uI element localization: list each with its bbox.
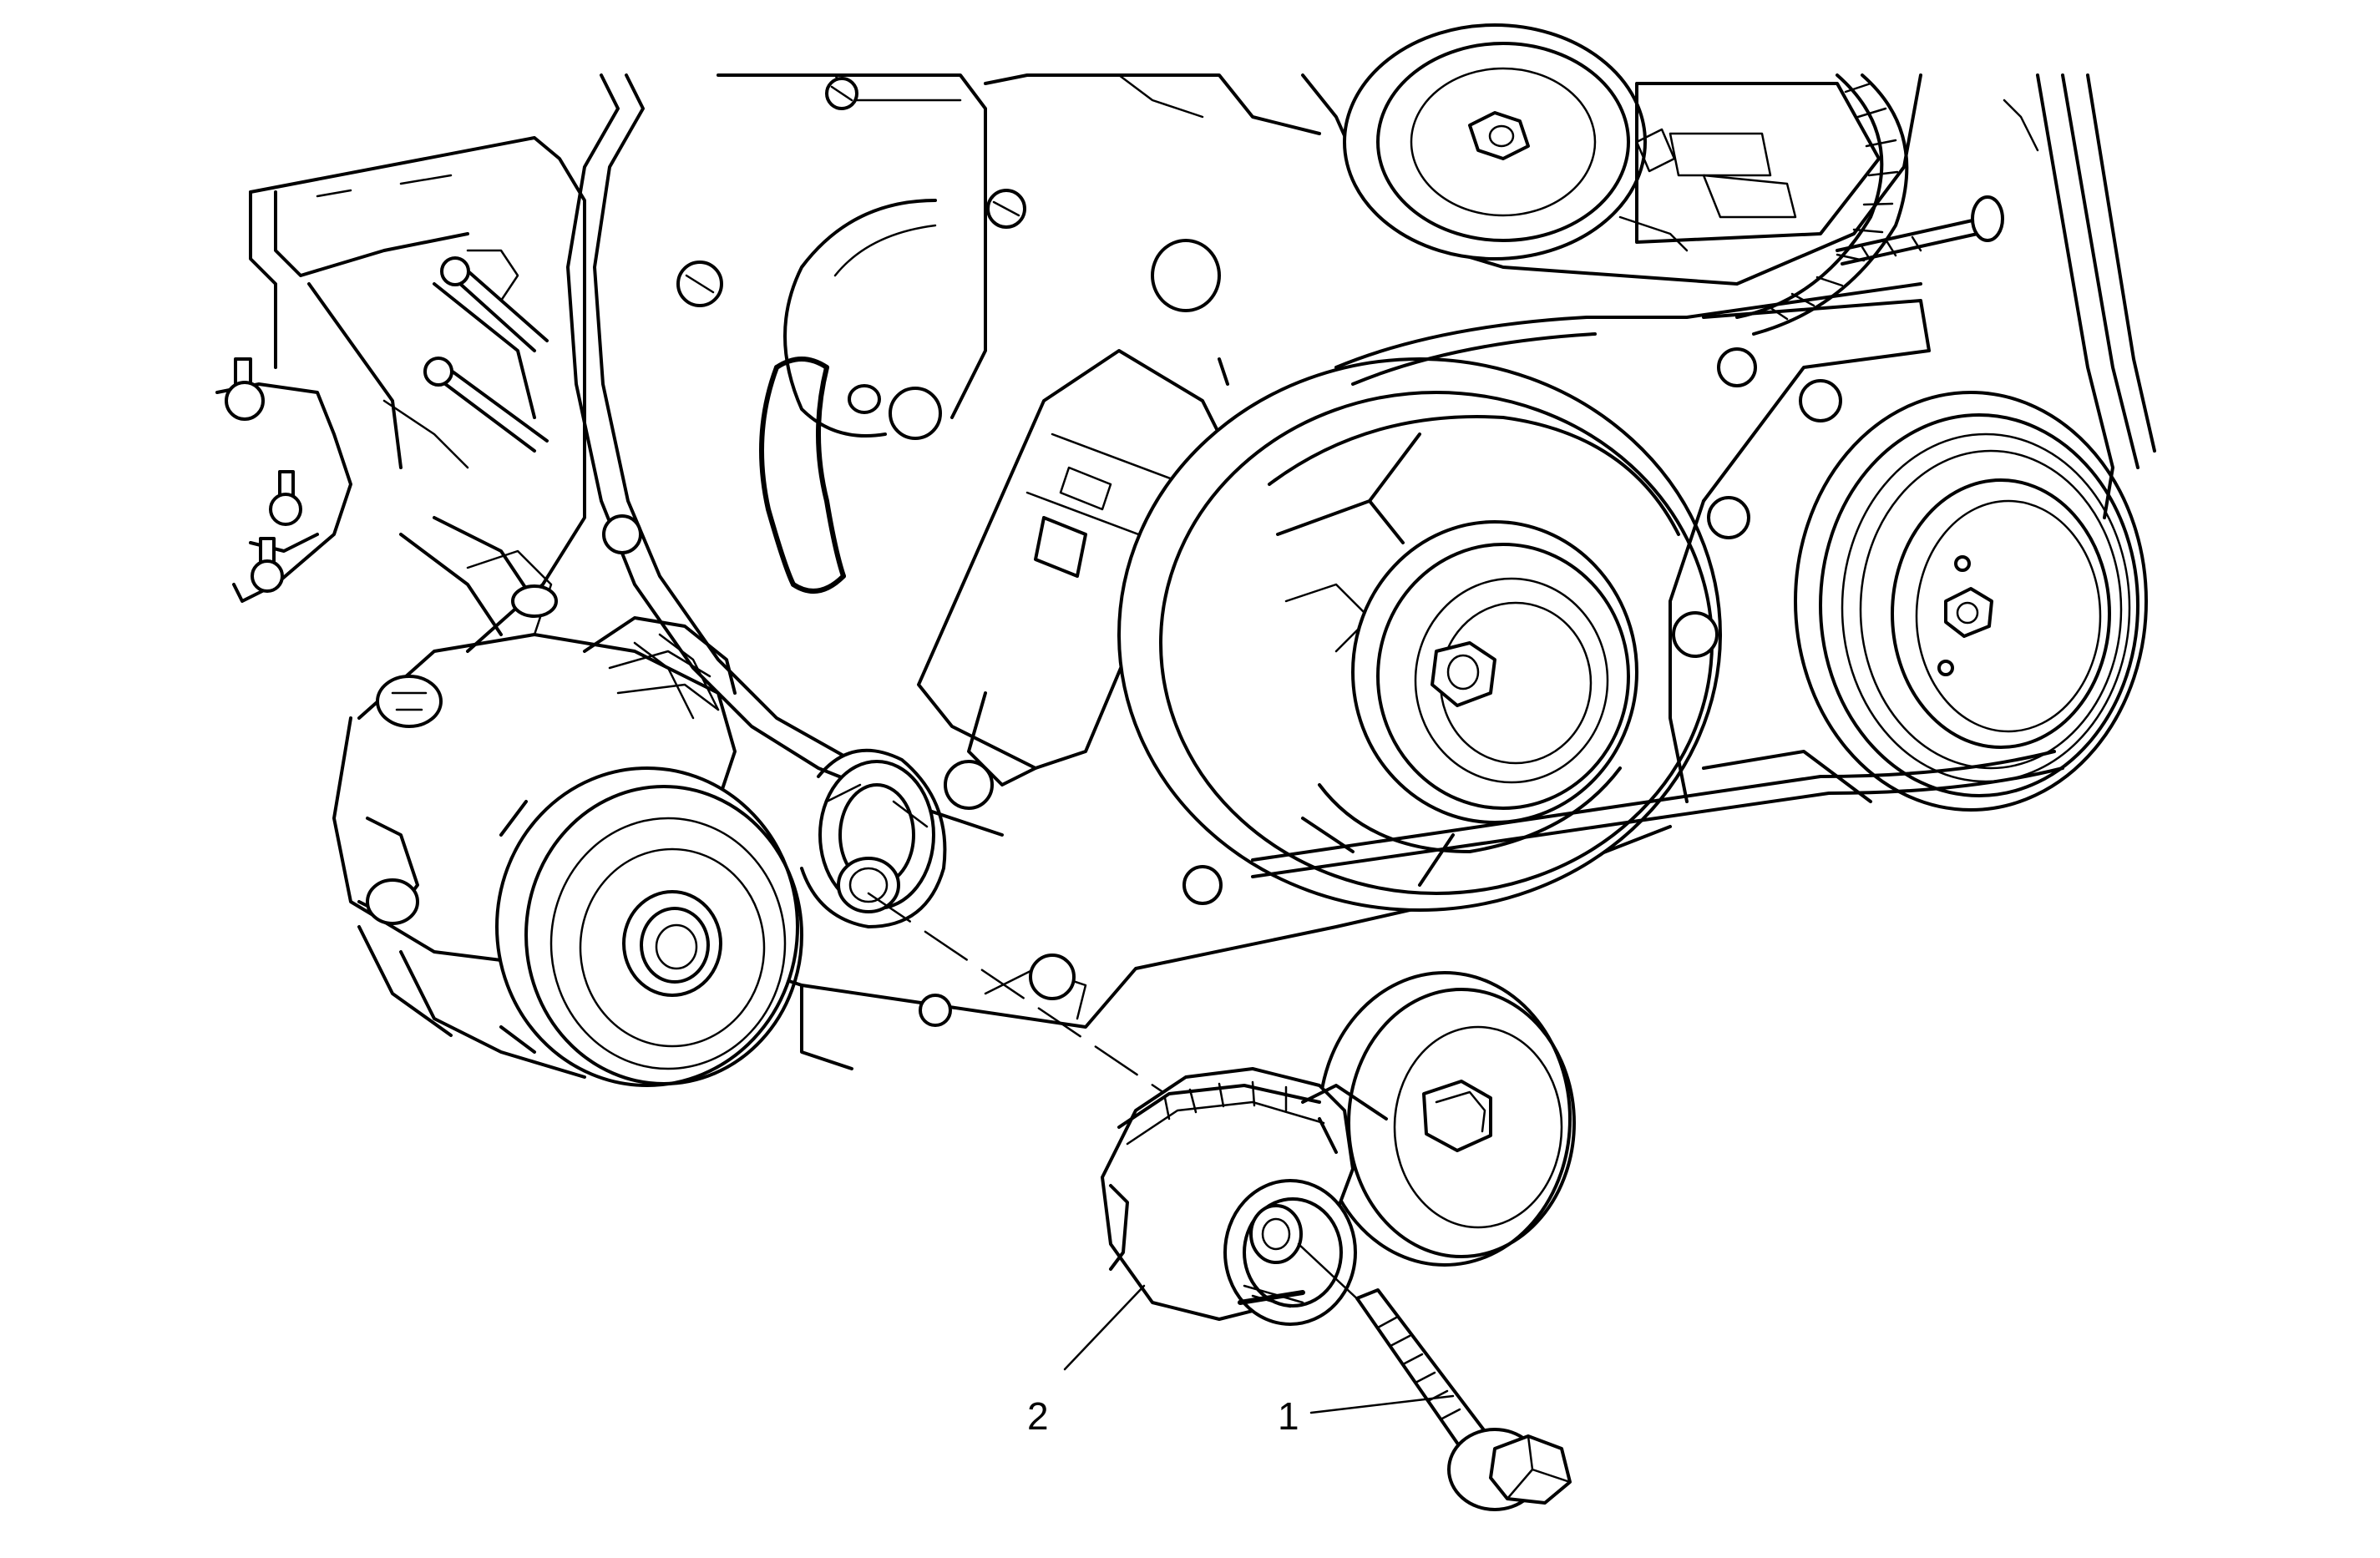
belt-tensioner-assembly <box>1101 971 1576 1326</box>
power-steering-pulley <box>357 766 803 1087</box>
callout-2-label: 2 <box>1027 1394 1049 1438</box>
engine-block <box>215 136 737 962</box>
ac-compressor <box>1251 73 2156 878</box>
callout-1: 1 <box>1278 1394 1455 1438</box>
callout-2: 2 <box>1027 1284 1146 1438</box>
callout-2-leader <box>1063 1284 1146 1371</box>
tensioner-mount <box>800 748 947 928</box>
crankshaft-balancer <box>1117 282 1922 912</box>
callout-1-label: 1 <box>1278 1394 1299 1438</box>
upper-idler-pulley <box>1301 23 2004 336</box>
alignment-dashed-line <box>867 892 1204 1120</box>
tensioner-bolt <box>1297 1242 1572 1511</box>
callout-1-leader <box>1309 1394 1455 1414</box>
